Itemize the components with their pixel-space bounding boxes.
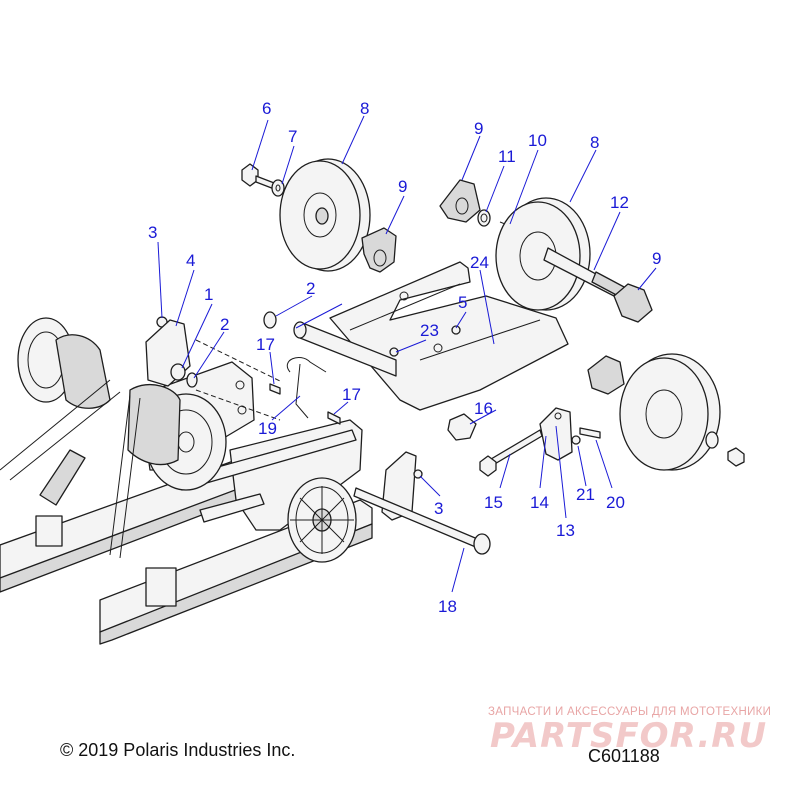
callout-18: 18 [438,597,457,616]
callout-24: 5 [458,293,467,312]
nut-24 [451,325,461,335]
torque-arm-23 [293,261,569,411]
nut-22 [389,347,399,357]
callout-3-upper: 3 [148,223,157,242]
callout-22: 23 [420,321,439,340]
callout-6: 6 [262,99,271,118]
assembly-lines [195,339,283,421]
callout-14: 14 [530,493,549,512]
bolt-20 [579,427,601,439]
wheel-8-upper-left [279,158,371,272]
callout-20: 20 [606,493,625,512]
callout-9-left: 9 [398,177,407,196]
callout-4: 4 [186,251,195,270]
callout-16: 16 [474,399,493,418]
callout-21: 21 [576,485,595,504]
bolt-17-left [269,383,281,395]
diagram-id: C601188 [588,746,660,766]
bracket-13 [539,407,573,461]
clip-19 [287,357,327,419]
callout-2-upper: 2 [306,279,315,298]
idler-wheel [287,477,357,563]
callout-19: 19 [258,419,277,438]
bolt-17-right [327,411,341,425]
left-spring-assembly [0,317,227,559]
callout-9-upper: 9 [474,119,483,138]
callout-2-lower: 2 [220,315,229,334]
wheel-8-upper-right [495,197,591,311]
shaft-18 [353,487,491,555]
callout-17-left: 17 [256,335,275,354]
watermark-tagline: ЗАПЧАСТИ И АКСЕССУАРЫ ДЛЯ МОТОТЕХНИКИ [488,706,772,718]
spacer-lower-right [587,355,625,395]
leader-lines [157,115,657,593]
bushing-1 [170,363,186,381]
callout-1: 1 [204,285,213,304]
washer-2-upper [263,311,277,329]
callout-17-right: 17 [342,385,361,404]
callout-11: 11 [498,147,516,166]
callout-12: 12 [610,193,629,212]
spacer-9-left [361,227,397,273]
callout-9-right: 9 [652,249,661,268]
bolt-15 [479,429,543,477]
axle-12 [543,247,627,299]
bolt-21 [571,435,581,445]
callout-8-right: 8 [590,133,599,152]
spacer-9-upper [439,179,481,223]
callout-8-left: 8 [360,99,369,118]
callout-23: 24 [470,253,489,272]
callout-labels: 6 7 8 9 9 11 10 8 12 9 24 5 23 2 3 4 1 2… [148,99,661,616]
callout-7: 7 [288,127,297,146]
copyright-notice: © 2019 Polaris Industries Inc. [60,740,296,760]
callout-10: 10 [528,131,547,150]
bushing-16 [447,413,477,441]
watermark-logo: PARTSFOR.RU [490,716,768,756]
callout-13: 13 [556,521,575,540]
wheel-lower-right [619,353,745,471]
o-ring-11 [477,209,491,227]
callout-15: 15 [484,493,503,512]
washer-7 [271,179,285,197]
spacer-9-right [613,283,653,323]
callout-3-lower: 3 [434,499,443,518]
